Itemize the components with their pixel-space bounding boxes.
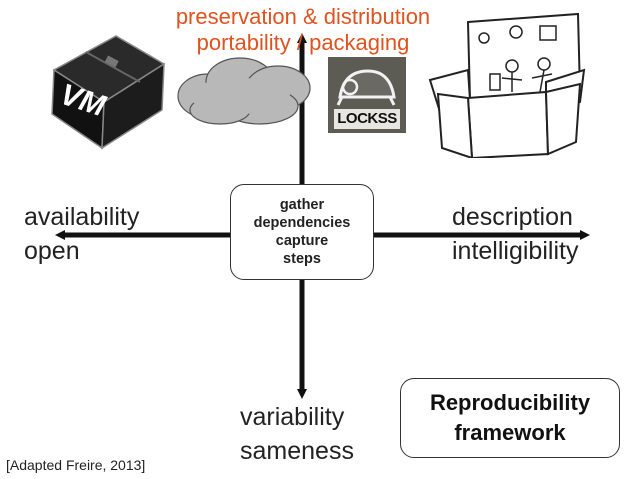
- center-box: gather dependencies capture steps: [230, 184, 374, 280]
- top-label-line2: portability / packaging: [196, 30, 410, 55]
- left-label-line2: open: [24, 237, 80, 265]
- open-box-icon: [428, 12, 586, 160]
- lockss-logo: LOCKSS: [328, 57, 406, 133]
- lockss-label: LOCKSS: [337, 110, 397, 127]
- vm-box-image: VM: [46, 32, 166, 150]
- top-label-line1: preservation & distribution: [175, 4, 431, 29]
- center-box-line3: capture: [275, 233, 329, 249]
- open-box-image: [428, 8, 588, 160]
- turtle-icon: [334, 69, 400, 129]
- center-box-line1: gather: [279, 197, 325, 213]
- vm-box-icon: [51, 35, 166, 150]
- right-label-line1: description: [452, 203, 573, 231]
- framework-box-line2: framework: [454, 420, 566, 445]
- citation: [Adapted Freire, 2013]: [6, 457, 146, 473]
- bottom-label-line2: sameness: [240, 437, 354, 465]
- cloud-icon: [177, 57, 311, 125]
- bottom-label-line1: variability: [240, 403, 345, 431]
- center-box-line4: steps: [283, 251, 321, 267]
- framework-box-line1: Reproducibility: [429, 390, 591, 415]
- cloud-image: [170, 52, 320, 128]
- framework-box: Reproducibility framework: [400, 378, 620, 458]
- right-label-line2: intelligibility: [452, 237, 579, 265]
- center-box-line2: dependencies: [253, 215, 351, 231]
- left-label-line1: availability: [24, 203, 140, 231]
